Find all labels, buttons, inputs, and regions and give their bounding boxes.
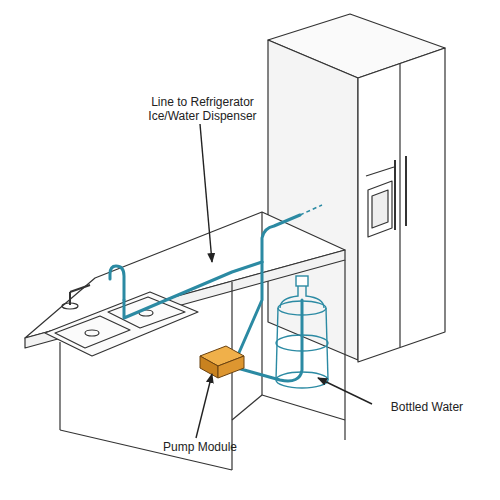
pump-front [218, 356, 244, 378]
sink-rim [45, 292, 198, 356]
fridge-line [262, 215, 300, 262]
dispenser-outlet [372, 190, 388, 228]
callout-label: Pump Module [150, 440, 250, 454]
sink-basin [108, 297, 185, 328]
bottle-side [276, 308, 278, 380]
backsplash-edge [261, 212, 262, 232]
cabinet-edge [344, 260, 345, 440]
sink-basin [55, 316, 130, 348]
door-split [399, 63, 400, 347]
faucet-base [62, 303, 78, 309]
supply-tube [124, 262, 262, 318]
callout-label: Line to Refrigerator Ice/Water Dispenser [140, 95, 265, 123]
drain [85, 330, 99, 336]
countertop [25, 212, 345, 338]
door-handle [405, 156, 407, 226]
dispenser-panel [366, 167, 394, 176]
pump-side [200, 356, 218, 378]
bottle-ring [276, 335, 328, 351]
bottle-cap [296, 276, 308, 286]
bottle-neck [280, 286, 324, 308]
door-handle [394, 160, 396, 230]
leader-arrow [196, 374, 212, 438]
leader-arrow [200, 124, 212, 262]
cabinet-floor [262, 395, 345, 420]
bottle-ring [276, 372, 328, 388]
fridge-front [358, 48, 445, 362]
hidden-line [300, 205, 322, 215]
bottle-ring [278, 301, 326, 315]
dispenser-recess [368, 181, 392, 237]
leader-arrow [318, 378, 372, 404]
pump-outlet-tube [238, 262, 262, 355]
cabinet-edge [59, 342, 60, 430]
dispenser-tap [110, 266, 124, 300]
cabinet-floor [232, 395, 262, 420]
callout-label: Bottled Water [372, 400, 482, 414]
faucet [70, 285, 90, 292]
bottle-side [326, 308, 328, 380]
